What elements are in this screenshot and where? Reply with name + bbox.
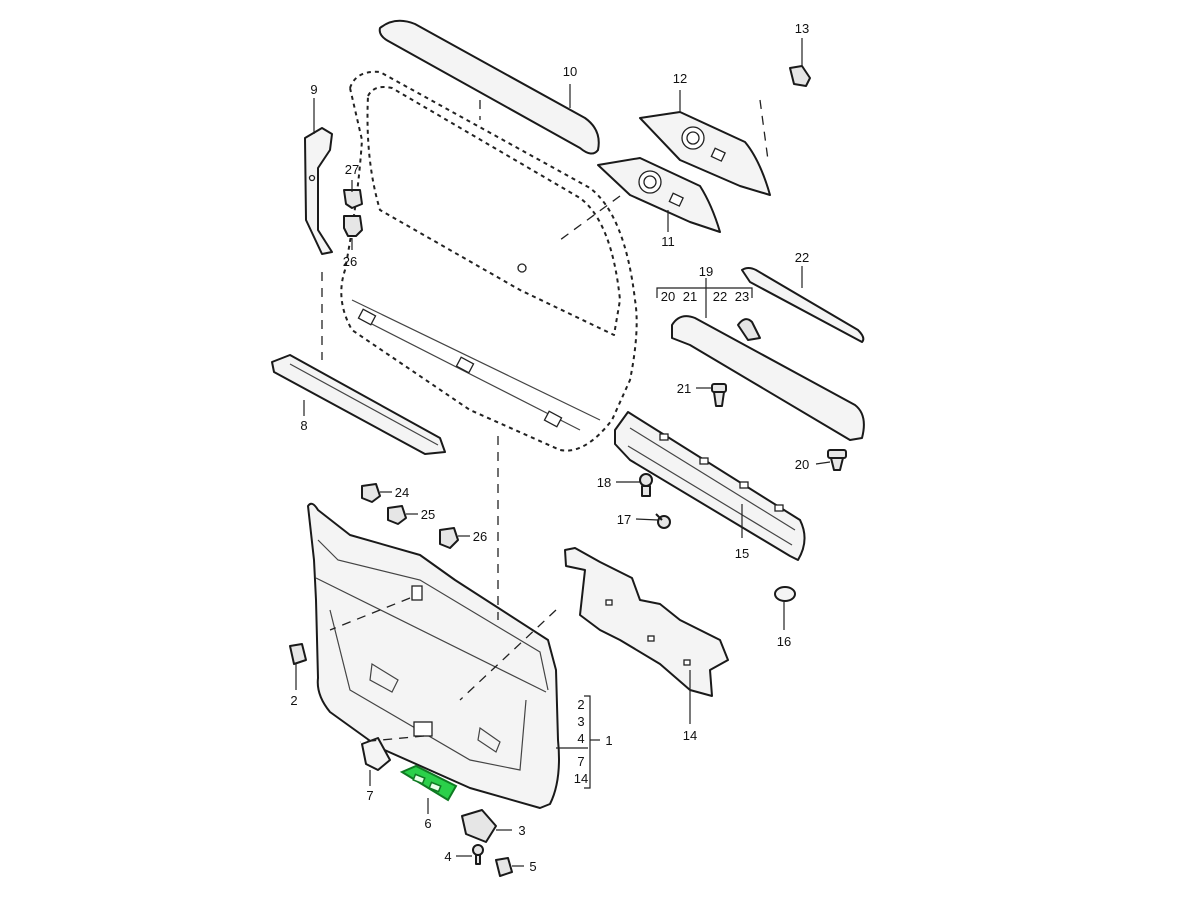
part-21-clip[interactable] <box>711 383 727 407</box>
callout-15: 15 <box>735 546 749 561</box>
callout-21-group: 21 <box>683 289 697 304</box>
callout-16: 16 <box>777 634 791 649</box>
callout-20-group: 20 <box>661 289 675 304</box>
callout-14: 14 <box>683 728 697 743</box>
callout-5: 5 <box>529 859 536 874</box>
group-item-2: 2 <box>577 697 584 712</box>
part-27-clip[interactable] <box>343 189 363 209</box>
part-25-clip[interactable] <box>387 505 407 525</box>
part-20-clip[interactable] <box>827 449 847 471</box>
part-22-strip[interactable] <box>741 267 865 343</box>
callout-25: 25 <box>421 507 435 522</box>
part-17-screw[interactable] <box>655 513 671 529</box>
part-7-cap[interactable] <box>361 737 391 771</box>
callout-11: 11 <box>661 234 675 249</box>
callout-23: 23 <box>735 289 749 304</box>
part-16-grommet[interactable] <box>774 586 796 602</box>
part-26-clip-upper[interactable] <box>343 215 363 237</box>
part-3-cover[interactable] <box>461 809 497 843</box>
part-24-clip[interactable] <box>361 483 381 503</box>
part-4-screw[interactable] <box>472 844 484 865</box>
part-15-bracket[interactable] <box>614 411 806 561</box>
callout-18: 18 <box>597 475 611 490</box>
group-item-3: 3 <box>577 714 584 729</box>
callout-19: 19 <box>699 264 713 279</box>
callout-22-top: 22 <box>795 250 809 265</box>
callout-8: 8 <box>300 418 307 433</box>
callout-13: 13 <box>795 21 809 36</box>
callout-7: 7 <box>366 788 373 803</box>
group-item-7: 7 <box>577 754 584 769</box>
part-11-speaker-cover[interactable] <box>597 157 721 233</box>
part-26-clip-lower[interactable] <box>439 527 459 549</box>
part-9-pillar-trim[interactable] <box>304 127 333 255</box>
part-6-bracket-highlighted[interactable] <box>399 764 458 802</box>
callout-26-lower: 26 <box>473 529 487 544</box>
part-13-clip[interactable] <box>789 65 811 87</box>
callout-17: 17 <box>617 512 631 527</box>
part-2-cover[interactable] <box>289 643 307 665</box>
callout-10: 10 <box>563 64 577 79</box>
part-12-speaker-cover[interactable] <box>639 111 771 196</box>
callout-3: 3 <box>518 823 525 838</box>
callout-26-upper: 26 <box>343 254 357 269</box>
group-item-14: 14 <box>574 771 588 786</box>
tailgate-frame-outline <box>340 70 638 452</box>
part-1-lower-trim-panel[interactable] <box>307 502 560 809</box>
callout-6: 6 <box>424 816 431 831</box>
alignment-lines <box>321 99 769 743</box>
callout-24: 24 <box>395 485 409 500</box>
part-8-sill-plate[interactable] <box>271 354 446 455</box>
callout-1: 1 <box>605 733 612 748</box>
callout-21: 21 <box>677 381 691 396</box>
leader-lines <box>295 38 831 867</box>
part-10-header-trim[interactable] <box>378 19 600 155</box>
callout-9: 9 <box>310 82 317 97</box>
callout-labels: 10 12 13 9 27 26 11 22 19 20 21 22 23 21… <box>290 21 809 874</box>
part-5-clip[interactable] <box>495 857 513 877</box>
part-19-trim-bar[interactable] <box>671 315 865 441</box>
callout-4: 4 <box>444 849 451 864</box>
callout-2: 2 <box>290 693 297 708</box>
part-23-pad[interactable] <box>737 318 761 341</box>
group-item-4: 4 <box>577 731 584 746</box>
callout-20: 20 <box>795 457 809 472</box>
part-14-insulation-panel[interactable] <box>564 547 729 697</box>
callout-27: 27 <box>345 162 359 177</box>
part-18-screw[interactable] <box>639 473 653 497</box>
callout-12: 12 <box>673 71 687 86</box>
callout-22-group: 22 <box>713 289 727 304</box>
